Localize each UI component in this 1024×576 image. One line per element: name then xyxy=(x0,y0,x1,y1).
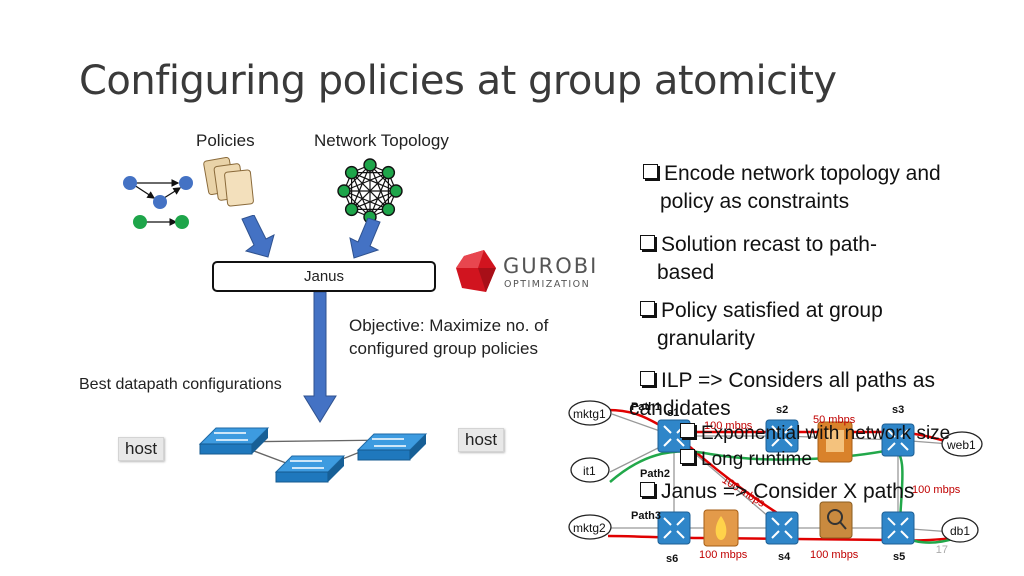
firewall-icon xyxy=(817,421,853,463)
checkbox-bullet-icon xyxy=(640,482,655,497)
objective-line-2: configured group policies xyxy=(349,339,539,358)
switch-s6-icon xyxy=(657,511,691,545)
bullet-1-line2: policy as constraints xyxy=(660,190,850,213)
ids-icon xyxy=(703,509,739,547)
switch-s2: s2 xyxy=(776,404,789,416)
checkbox-bullet-icon xyxy=(680,423,695,438)
path3-label: Path3 xyxy=(631,510,661,522)
page-number: 17 xyxy=(935,544,948,556)
bullet-5-text: Janus => Consider X paths xyxy=(661,480,915,503)
switch-3-icon xyxy=(356,433,428,461)
path2-label: Path2 xyxy=(640,468,670,480)
switch-s5-icon xyxy=(881,511,915,545)
network-diagram xyxy=(568,400,983,547)
bullet-3-line2: granularity xyxy=(657,327,756,350)
bw-s2-s3: 50 mbps xyxy=(813,414,856,426)
checkbox-bullet-icon xyxy=(643,164,658,179)
switch-s4: s4 xyxy=(778,551,791,563)
bullet-2-line1: Solution recast to path- xyxy=(661,233,877,256)
gurobi-name: GUROBI xyxy=(503,254,599,278)
bullet-4: ILP => Considers all paths as candidates xyxy=(629,367,935,423)
sub-bullet-2-text: Long runtime xyxy=(701,449,812,470)
switch-s1: s1 xyxy=(667,407,680,419)
switch-2-icon xyxy=(274,455,346,483)
switch-s5: s5 xyxy=(893,551,906,563)
janus-label: Janus xyxy=(303,268,345,285)
sub-bullet-1-text: Exponential with network size xyxy=(701,423,951,444)
topology-arrow-icon xyxy=(349,218,381,259)
bullet-5: Janus => Consider X paths xyxy=(640,478,914,506)
bullet-3-line1: Policy satisfied at group xyxy=(661,299,883,322)
gurobi-tagline: OPTIMIZATION xyxy=(504,279,591,290)
objective-line-1: Objective: Maximize no. of xyxy=(349,316,549,335)
host-mktg1: mktg1 xyxy=(573,407,606,421)
checkbox-bullet-icon xyxy=(640,371,655,386)
bullet-1: Encode network topology and policy as co… xyxy=(643,160,941,216)
bullet-1-line1: Encode network topology and xyxy=(664,162,941,185)
checkbox-bullet-icon xyxy=(640,301,655,316)
bullet-3: Policy satisfied at group granularity xyxy=(640,297,883,353)
slide-title: Configuring policies at group atomicity xyxy=(79,58,837,104)
janus-box: Janus xyxy=(212,261,436,292)
bullet-4-line2: candidates xyxy=(629,397,731,420)
host-right: host xyxy=(458,428,505,452)
checkbox-bullet-icon xyxy=(640,235,655,250)
switch-s3: s3 xyxy=(892,404,905,416)
bw-s3-s5: 100 mbps xyxy=(912,484,961,496)
policy-graph-icon xyxy=(123,176,193,229)
output-arrow-icon xyxy=(303,292,337,423)
host-db1: db1 xyxy=(950,524,971,538)
host-web1: web1 xyxy=(947,438,976,452)
bullet-4-line1: ILP => Considers all paths as xyxy=(661,369,935,392)
checkbox-bullet-icon xyxy=(680,449,695,464)
network-topology-icon xyxy=(337,158,403,224)
bw-s6-s4: 100 mbps xyxy=(699,549,748,561)
switch-s6: s6 xyxy=(666,553,679,565)
switch-s4-icon xyxy=(765,511,799,545)
path1-label: Path1 xyxy=(631,401,661,413)
host-mktg2: mktg2 xyxy=(573,521,606,535)
sub-bullet-2: Long runtime xyxy=(680,446,812,474)
documents-icon xyxy=(203,156,254,207)
switch-s2-icon xyxy=(765,419,799,453)
gurobi-logo-icon xyxy=(456,250,496,292)
policies-arrow-icon xyxy=(241,215,275,258)
bw-s1-s2: 100 mbps xyxy=(704,420,753,432)
bw-s4-s5: 100 mbps xyxy=(810,549,859,561)
best-datapath-label: Best datapath configurations xyxy=(79,376,282,393)
inspector-icon xyxy=(819,501,853,539)
network-topology-label: Network Topology xyxy=(314,131,449,150)
host-left: host xyxy=(118,437,165,461)
host-it1: it1 xyxy=(583,464,596,478)
switch-1-icon xyxy=(198,427,270,455)
sub-bullet-1: Exponential with network size xyxy=(680,420,950,448)
bullet-2-line2: based xyxy=(657,261,715,284)
switch-s3-icon xyxy=(881,423,915,457)
policies-label: Policies xyxy=(196,131,255,150)
datapath-switches xyxy=(198,427,428,483)
bullet-2: Solution recast to path- based xyxy=(640,231,877,287)
